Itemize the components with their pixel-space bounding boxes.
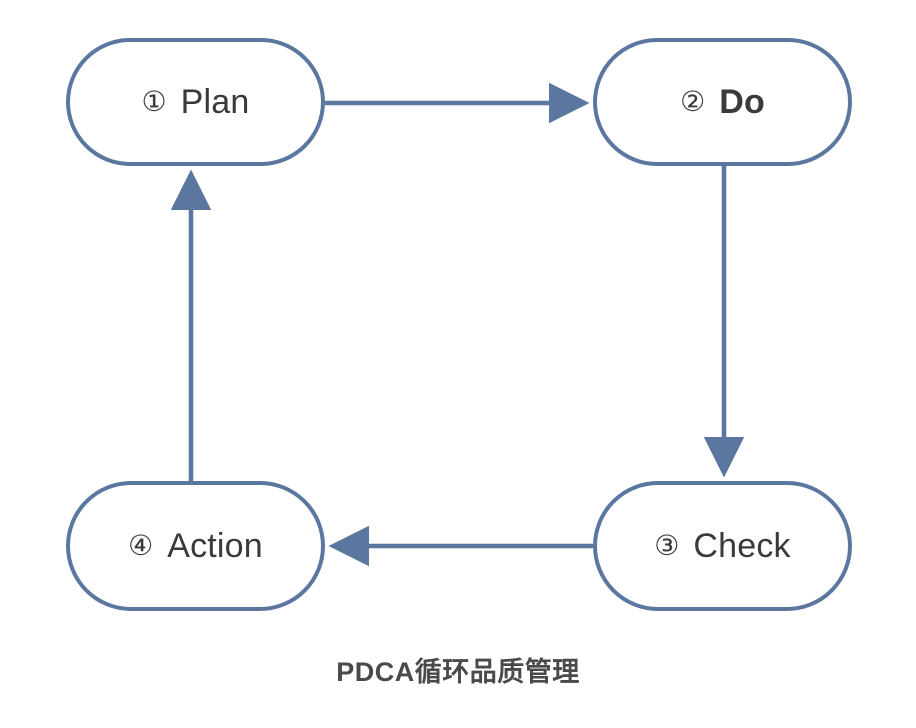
node-plan[interactable]: ① Plan: [66, 38, 325, 166]
circled-number-2-icon: ②: [680, 85, 706, 118]
node-check[interactable]: ③ Check: [593, 481, 852, 611]
node-do[interactable]: ② Do: [593, 38, 852, 166]
circled-number-1-icon: ①: [141, 85, 167, 118]
node-check-content: ③ Check: [654, 529, 790, 563]
node-plan-label: Plan: [180, 83, 250, 121]
node-action-label: Action: [167, 527, 263, 565]
node-do-content: ② Do: [680, 85, 765, 119]
diagram-caption: PDCA循环品质管理: [336, 657, 580, 687]
node-do-label: Do: [719, 83, 765, 121]
node-action-content: ④ Action: [128, 529, 263, 563]
node-action[interactable]: ④ Action: [66, 481, 325, 611]
circled-number-3-icon: ③: [654, 529, 680, 562]
node-plan-content: ① Plan: [142, 85, 250, 119]
circled-number-4-icon: ④: [128, 529, 154, 562]
node-check-label: Check: [693, 527, 791, 565]
